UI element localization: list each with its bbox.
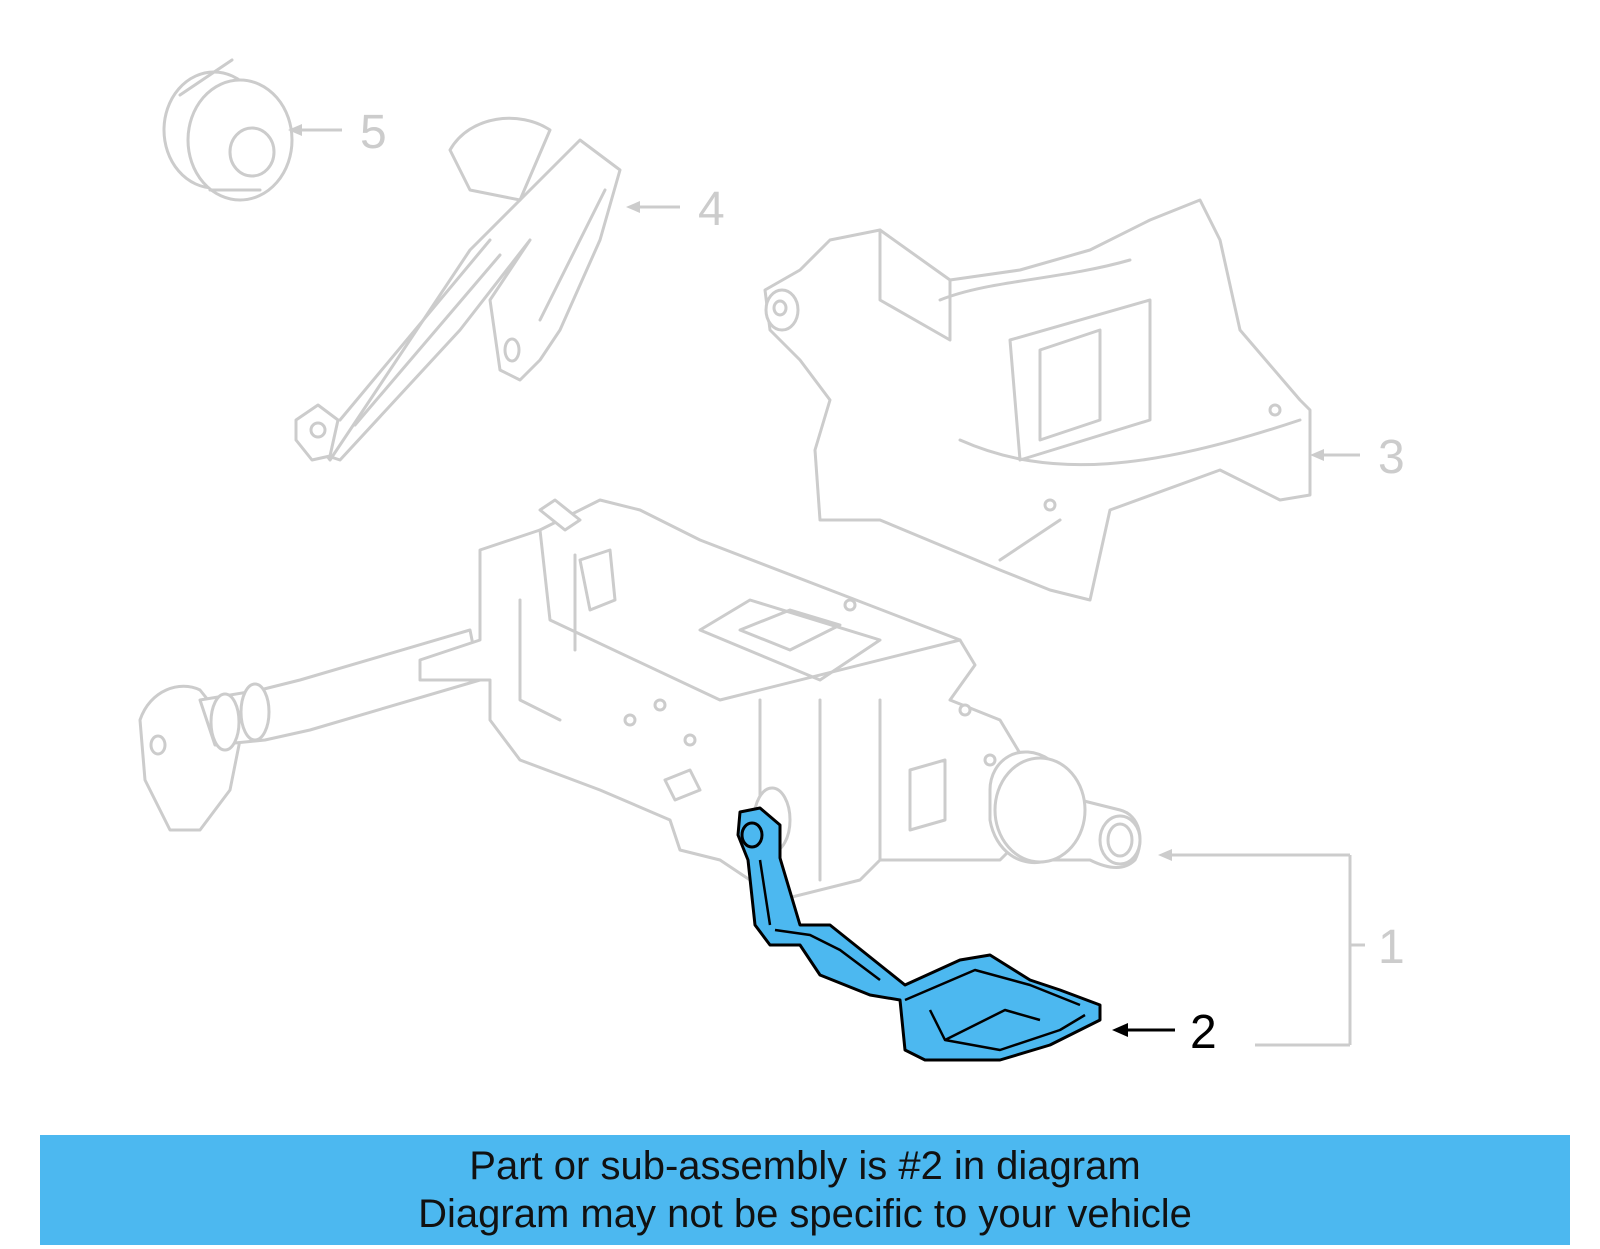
part-4-bracket bbox=[294, 116, 622, 462]
callout-leaders bbox=[288, 124, 1365, 1047]
part-3-housing bbox=[763, 198, 1312, 602]
callout-number-4: 4 bbox=[698, 183, 725, 236]
callout-number-1: 1 bbox=[1378, 921, 1405, 974]
callout-number-5: 5 bbox=[360, 106, 387, 159]
banner-line-disclaimer: Diagram may not be specific to your vehi… bbox=[418, 1192, 1192, 1236]
part-1-column bbox=[138, 498, 1142, 902]
callout-number-2: 2 bbox=[1190, 1006, 1217, 1059]
info-banner: Part or sub-assembly is #2 in diagram Di… bbox=[40, 1135, 1570, 1245]
part-2-bracket bbox=[736, 806, 1102, 1062]
callout-number-3: 3 bbox=[1378, 431, 1405, 484]
part-5-bushing bbox=[162, 58, 294, 202]
banner-line-part: Part or sub-assembly is #2 in diagram bbox=[469, 1144, 1141, 1188]
